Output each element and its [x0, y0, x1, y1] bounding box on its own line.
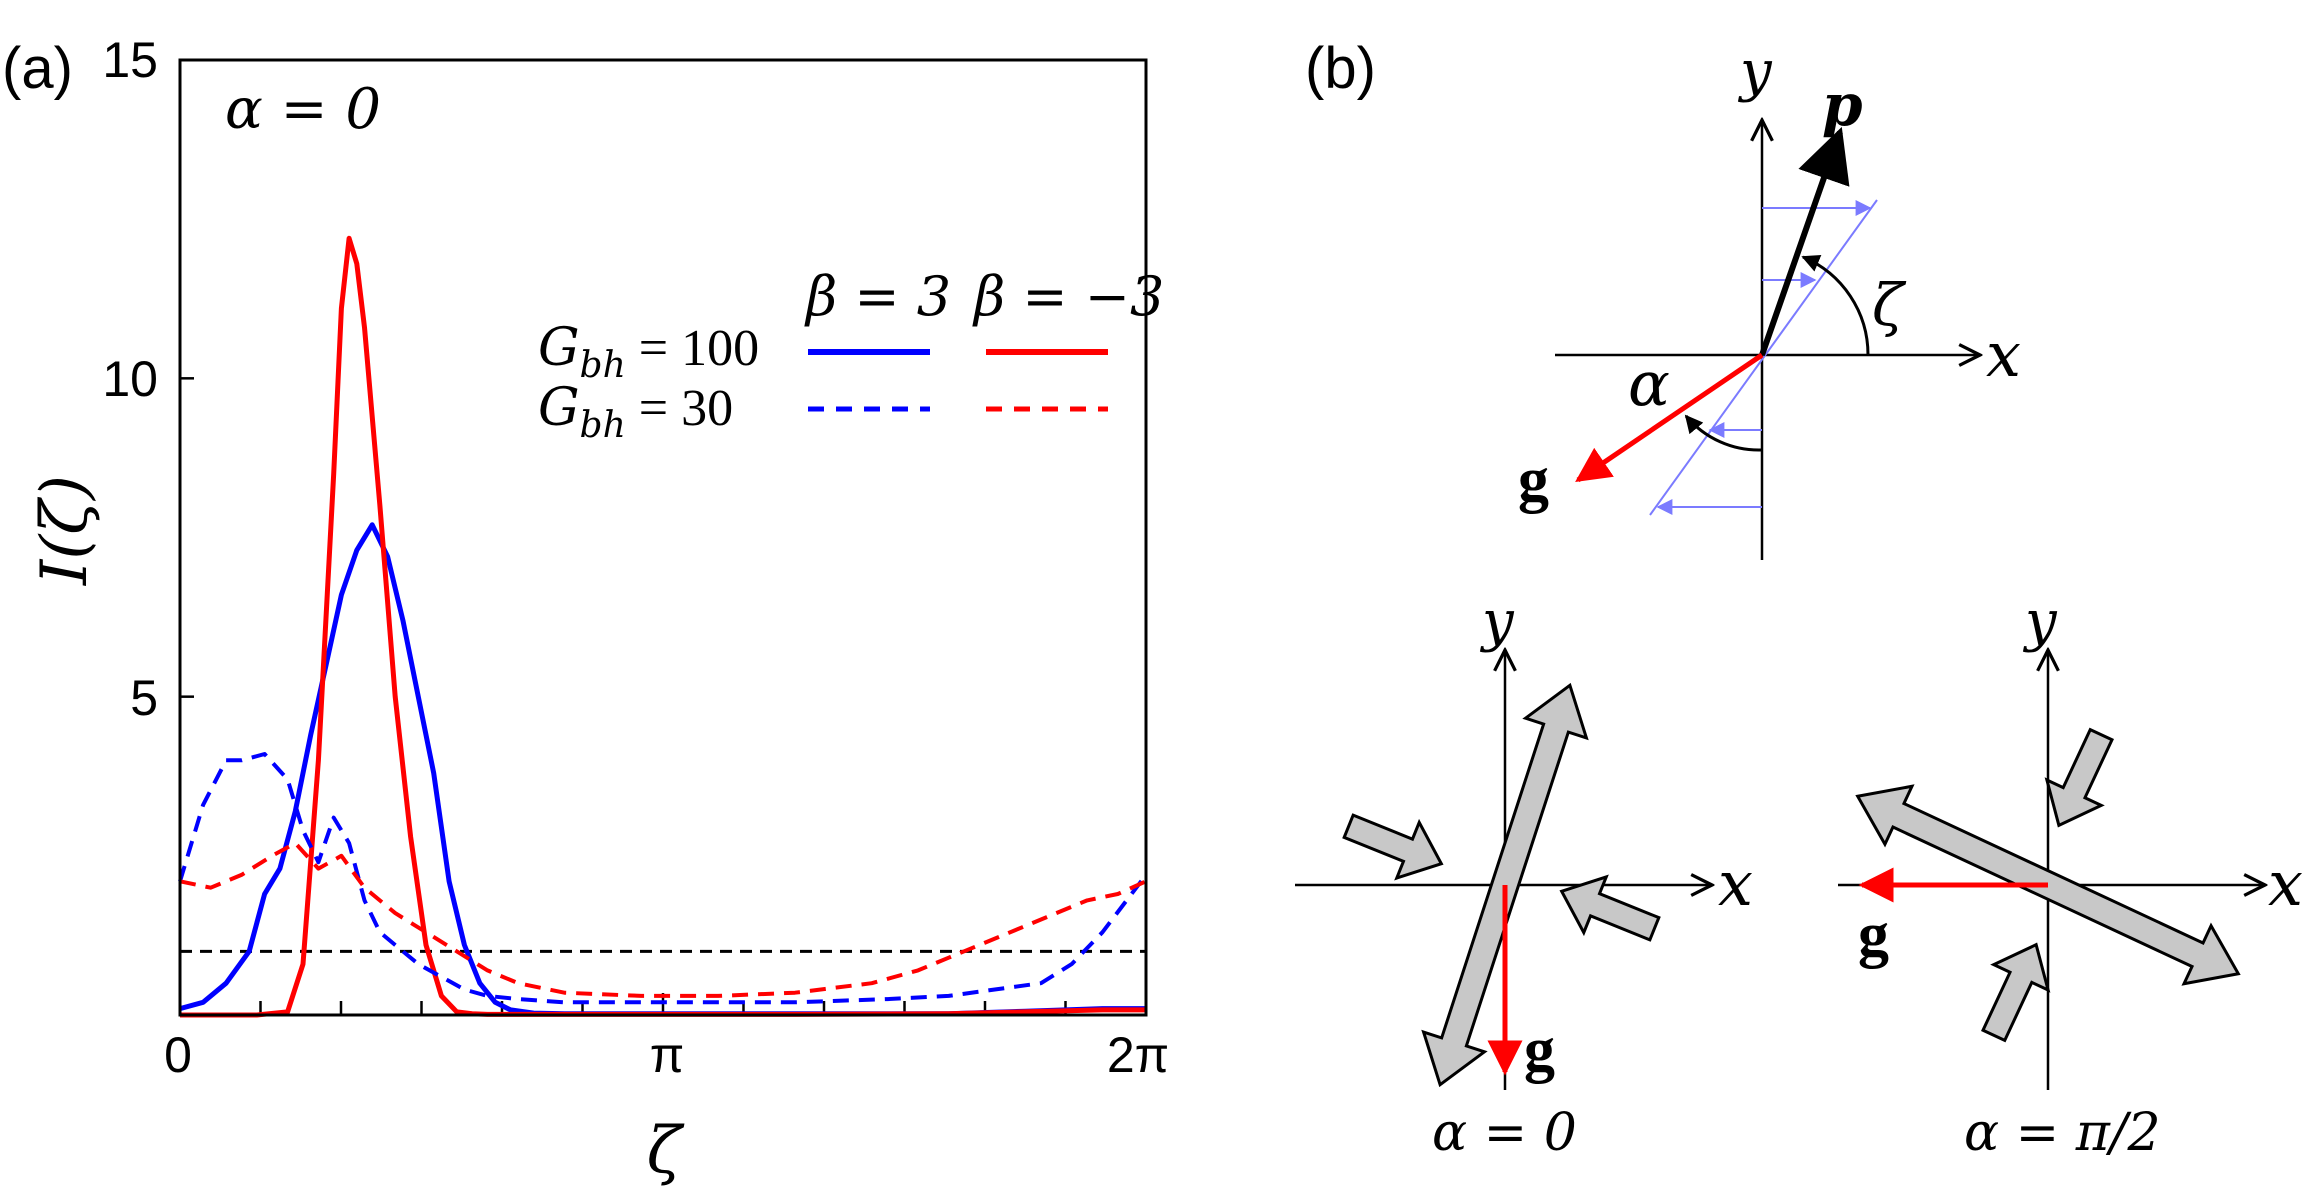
- legend-row1-label: Gbh = 100: [538, 318, 759, 386]
- bl-caption: α = 0: [1432, 1103, 1577, 1163]
- alpha-annotation: α = 0: [225, 77, 381, 142]
- plot-area: [178, 58, 1148, 1018]
- compress-arrow-left: [1342, 813, 1444, 881]
- x-axis-label: ζ: [647, 1114, 685, 1188]
- diagram-alpha-0: x y g α = 0: [1295, 589, 1753, 1163]
- compress-arrow-left-shape: [1342, 813, 1444, 881]
- diagram-alpha-pi-2: x y g α = π/2: [1838, 589, 2303, 1163]
- x-tick-label-pi: π: [650, 1027, 685, 1083]
- br-g-label: g: [1858, 901, 1889, 969]
- legend-col1-header: β = 3: [804, 265, 951, 328]
- panel-b-label: (b): [1305, 36, 1376, 101]
- legend-row1-symbol: G: [538, 318, 580, 378]
- bl-y-label: y: [1479, 589, 1515, 654]
- bl-g-label: g: [1524, 1016, 1555, 1084]
- compress-arrow-top: [2044, 727, 2114, 828]
- y-tick-label-15: 15: [102, 32, 158, 88]
- legend-row2-symbol: G: [538, 378, 580, 438]
- y-axis-label: I(ζ): [28, 475, 102, 586]
- legend-row1-subscript: bh: [580, 345, 626, 386]
- vector-p-arrow: [1759, 126, 1850, 356]
- panel-b: (b) x y p g ζ α: [1295, 36, 2303, 1163]
- alpha-angle-arc: [1684, 414, 1763, 452]
- x-tick-label-0: 0: [164, 1027, 192, 1083]
- br-y-label: y: [2022, 589, 2058, 654]
- alpha-label: α: [1628, 347, 1670, 420]
- series-line-2: [178, 752, 1148, 1005]
- compress-arrow-right-shape: [1559, 874, 1661, 942]
- br-x-label: x: [2268, 847, 2303, 920]
- zeta-angle-arc: [1801, 254, 1870, 356]
- y-tick-label-5: 5: [130, 670, 158, 726]
- top-x-label: x: [1986, 318, 2021, 391]
- vector-g-arrow: [1575, 352, 1764, 483]
- compress-arrow-top-shape: [2044, 727, 2114, 828]
- vector-g-label: g: [1518, 446, 1549, 514]
- bl-x-label: x: [1718, 847, 1753, 920]
- legend: β = 3 β = −3 Gbh = 100 Gbh = 30: [538, 265, 1164, 446]
- axis-ticks: [180, 58, 1067, 1015]
- series-line-3: [179, 841, 1147, 998]
- top-y-label: y: [1737, 39, 1773, 104]
- legend-row2-label: Gbh = 30: [538, 378, 733, 446]
- br-caption: α = π/2: [1964, 1103, 2161, 1163]
- vector-p-label: p: [1822, 71, 1863, 139]
- top-diagram: x y p g ζ α: [1518, 39, 2021, 560]
- legend-col2-header: β = −3: [972, 265, 1164, 328]
- legend-row2-value: = 30: [626, 380, 733, 437]
- compress-arrow-bottom-shape: [1981, 942, 2051, 1043]
- plot-frame: [178, 58, 1148, 1017]
- compress-arrow-bottom: [1981, 942, 2051, 1043]
- x-tick-label-2pi: 2π: [1107, 1027, 1169, 1083]
- legend-row2-subscript: bh: [580, 405, 626, 446]
- zeta-label: ζ: [1872, 271, 1907, 339]
- x-tick-labels: 0 π 2π: [164, 1027, 1169, 1083]
- y-tick-label-10: 10: [102, 351, 158, 407]
- panel-a: (a) 15 10 5 0 π 2π I(ζ) ζ α = 0 β = 3 β …: [2, 32, 1169, 1188]
- compress-arrow-right: [1559, 874, 1661, 942]
- panel-a-label: (a): [2, 36, 73, 101]
- shear-profile-line: [1649, 199, 1878, 516]
- y-tick-labels: 15 10 5: [102, 32, 158, 726]
- legend-row1-value: = 100: [626, 320, 759, 377]
